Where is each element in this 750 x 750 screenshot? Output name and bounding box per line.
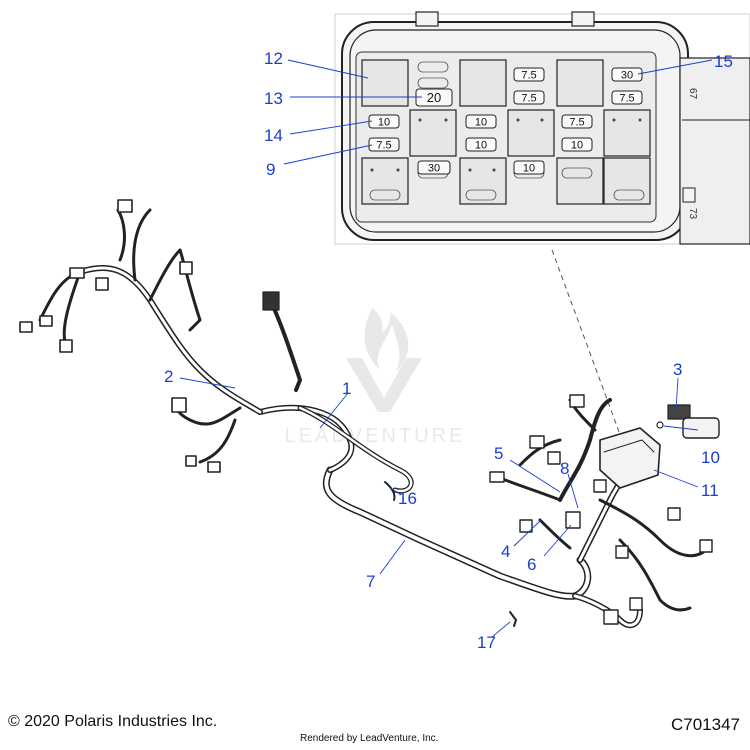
fuse-7-5-b: 7.5 [513,90,545,105]
callout-17: 17 [477,633,496,652]
fuse-7-5-d: 7.5 [561,114,593,129]
svg-text:7.5: 7.5 [521,70,536,82]
fuse-30-a: 30 [611,67,643,82]
inset-leader-lines [283,59,713,165]
side-label-67: 67 [687,88,698,100]
fuse-10-d: 10 [561,137,593,152]
svg-text:7.5: 7.5 [521,93,536,105]
svg-text:10: 10 [475,140,487,152]
callout-12: 12 [264,49,283,68]
callout-10: 10 [701,448,720,467]
callout-11: 11 [701,481,719,500]
fuse-10-c: 10 [465,137,497,152]
svg-text:30: 30 [428,163,440,175]
fuse-7-5-a: 7.5 [513,67,545,82]
svg-text:7.5: 7.5 [619,93,634,105]
callout-16: 16 [398,489,417,508]
wire-harness [19,199,720,629]
callout-15: 15 [714,52,733,71]
callout-2: 2 [164,367,173,386]
callout-13: 13 [264,89,283,108]
copyright-notice: © 2020 Polaris Industries Inc. [8,713,218,730]
diagram-part-number: C701347 [670,715,740,734]
svg-text:20: 20 [427,90,441,105]
rendered-by-credit: Rendered by LeadVenture, Inc. [300,733,439,744]
svg-text:10: 10 [378,117,390,129]
side-label-73: 73 [687,208,698,220]
slot-dots [370,118,642,172]
fuse-box-inset: 67 73 [334,11,750,245]
svg-text:LEADVENTURE: LEADVENTURE [285,425,466,447]
fuse-20: 20 [415,88,453,107]
relay-blocks [361,59,651,205]
callout-7: 7 [366,572,375,591]
callout-8: 8 [560,459,569,478]
svg-text:7.5: 7.5 [569,117,584,129]
callout-1: 1 [342,379,351,398]
fuse-7-5-c: 7.5 [611,90,643,105]
harness-leader-lines [179,377,699,638]
callout-14: 14 [264,126,283,145]
fuse-10-b: 10 [465,114,497,129]
fuse-10-e: 10 [513,160,545,175]
fuse-slot-guides [369,61,645,201]
callout-6: 6 [527,555,536,574]
svg-text:30: 30 [621,70,633,82]
fuse-10-a: 10 [368,114,400,129]
callout-9: 9 [266,160,275,179]
fuse-30-b: 30 [417,160,451,175]
fuse-7-5-e: 7.5 [368,137,400,152]
leadventure-watermark: LEADVENTURE [285,308,466,447]
svg-text:10: 10 [523,163,535,175]
svg-text:7.5: 7.5 [376,140,391,152]
callout-4: 4 [501,542,510,561]
svg-text:10: 10 [475,117,487,129]
detail-pointer-line [551,249,626,449]
callout-3: 3 [673,360,682,379]
callout-5: 5 [494,444,503,463]
svg-text:10: 10 [571,140,583,152]
